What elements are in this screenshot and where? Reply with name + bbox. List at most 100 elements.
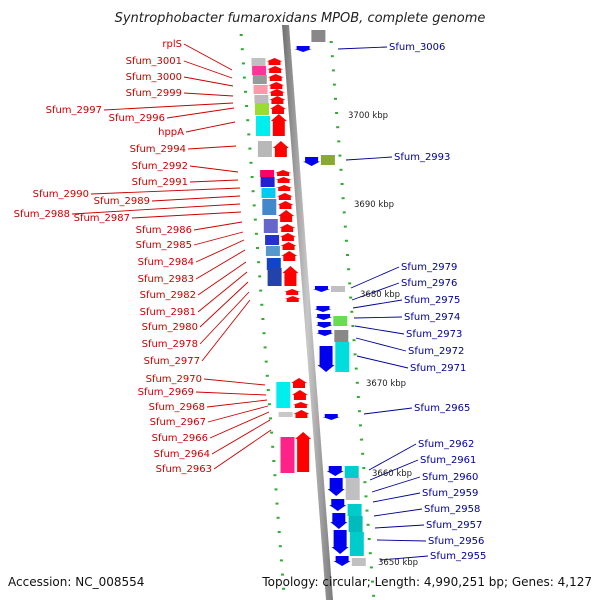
- gene-box: [347, 504, 362, 516]
- tick-mark: [258, 275, 262, 278]
- tick-mark: [271, 445, 275, 448]
- forward-arrow: [282, 266, 299, 286]
- gene-label-sfum-2980[interactable]: Sfum_2980: [142, 322, 198, 333]
- gene-label-sfum-2988[interactable]: Sfum_2988: [14, 209, 70, 220]
- leader-line: [183, 92, 234, 97]
- reverse-arrow: [329, 499, 347, 511]
- gene-label-sfum-2979[interactable]: Sfum_2979: [401, 262, 457, 273]
- tick-mark: [341, 197, 345, 200]
- forward-arrow: [266, 58, 283, 65]
- gene-label-sfum-2963[interactable]: Sfum_2963: [156, 464, 212, 475]
- gene-label-sfum-2982[interactable]: Sfum_2982: [140, 290, 196, 301]
- leader-line: [187, 145, 237, 150]
- gene-label-sfum-3006[interactable]: Sfum_3006: [389, 42, 445, 53]
- tick-mark: [349, 296, 353, 299]
- gene-label-sfum-2974[interactable]: Sfum_2974: [404, 312, 460, 323]
- gene-label-rplS[interactable]: rplS: [162, 39, 182, 50]
- gene-label-sfum-2970[interactable]: Sfum_2970: [146, 374, 202, 385]
- tick-mark: [270, 431, 274, 434]
- gene-box: [334, 330, 349, 342]
- gene-label-sfum-2965[interactable]: Sfum_2965: [414, 403, 470, 414]
- gene-label-sfum-2996[interactable]: Sfum_2996: [109, 113, 165, 124]
- tick-mark: [353, 353, 357, 356]
- gene-label-sfum-2985[interactable]: Sfum_2985: [136, 240, 192, 251]
- gene-label-hppA[interactable]: hppA: [158, 127, 184, 138]
- gene-label-sfum-2997[interactable]: Sfum_2997: [46, 105, 102, 116]
- tick-mark: [361, 452, 365, 455]
- gene-label-sfum-2973[interactable]: Sfum_2973: [406, 329, 462, 340]
- gene-label-sfum-2955[interactable]: Sfum_2955: [430, 551, 486, 562]
- forward-arrow: [281, 251, 298, 261]
- gene-label-sfum-2960[interactable]: Sfum_2960: [422, 472, 478, 483]
- gene-label-sfum-3001[interactable]: Sfum_3001: [126, 56, 182, 67]
- tick-mark: [250, 176, 254, 178]
- gene-box: [276, 382, 291, 408]
- leader-line: [373, 508, 423, 517]
- gene-label-sfum-2981[interactable]: Sfum_2981: [140, 307, 196, 318]
- gene-label-sfum-3000[interactable]: Sfum_3000: [126, 72, 182, 83]
- gene-label-sfum-2962[interactable]: Sfum_2962: [418, 439, 474, 450]
- tick-mark: [240, 48, 244, 51]
- leader-line: [379, 555, 429, 561]
- tick-mark: [335, 112, 339, 114]
- leader-line: [368, 443, 417, 471]
- leader-line: [193, 221, 243, 231]
- gene-label-sfum-2971[interactable]: Sfum_2971: [410, 363, 466, 374]
- gene-label-sfum-2968[interactable]: Sfum_2968: [149, 402, 205, 413]
- gene-label-sfum-2977[interactable]: Sfum_2977: [144, 356, 200, 367]
- gene-label-sfum-2986[interactable]: Sfum_2986: [136, 225, 192, 236]
- tick-mark: [340, 183, 344, 185]
- tick-mark: [368, 552, 372, 555]
- leader-line: [353, 316, 403, 319]
- gene-box: [349, 532, 364, 556]
- accession-text: Accession: NC_008554: [8, 575, 144, 589]
- reverse-arrow: [317, 346, 335, 372]
- tick-mark: [344, 239, 348, 242]
- gene-label-sfum-2999[interactable]: Sfum_2999: [126, 88, 182, 99]
- tick-mark: [259, 289, 263, 292]
- leader-line: [206, 399, 268, 408]
- tick-mark: [369, 566, 373, 569]
- gene-label-sfum-2967[interactable]: Sfum_2967: [150, 417, 206, 428]
- gene-label-sfum-2961[interactable]: Sfum_2961: [420, 455, 476, 466]
- gene-label-sfum-2994[interactable]: Sfum_2994: [130, 144, 186, 155]
- tick-mark: [265, 374, 269, 377]
- gene-label-sfum-2959[interactable]: Sfum_2959: [422, 488, 478, 499]
- gene-label-sfum-2978[interactable]: Sfum_2978: [142, 339, 198, 350]
- gene-box: [252, 66, 267, 75]
- tick-mark: [366, 523, 370, 526]
- forward-arrow: [268, 82, 285, 89]
- gene-label-sfum-2972[interactable]: Sfum_2972: [408, 346, 464, 357]
- gene-label-sfum-2956[interactable]: Sfum_2956: [428, 536, 484, 547]
- gene-label-sfum-2958[interactable]: Sfum_2958: [424, 504, 480, 515]
- gene-label-sfum-2966[interactable]: Sfum_2966: [152, 433, 208, 444]
- gene-label-sfum-2964[interactable]: Sfum_2964: [154, 449, 210, 460]
- scale-label-3680: 3680 kbp: [360, 290, 400, 300]
- forward-arrow: [267, 66, 284, 73]
- gene-label-sfum-2991[interactable]: Sfum_2991: [132, 177, 188, 188]
- gene-label-sfum-2969[interactable]: Sfum_2969: [138, 387, 194, 398]
- tick-mark: [266, 389, 270, 391]
- gene-label-sfum-2990[interactable]: Sfum_2990: [33, 189, 89, 200]
- leader-line: [371, 476, 421, 493]
- tick-mark: [371, 580, 374, 583]
- gene-label-sfum-2993[interactable]: Sfum_2993: [394, 152, 450, 163]
- gene-label-sfum-2983[interactable]: Sfum_2983: [138, 274, 194, 285]
- gene-label-sfum-2989[interactable]: Sfum_2989: [94, 196, 150, 207]
- leader-line: [189, 179, 239, 183]
- gene-box: [266, 258, 281, 270]
- gene-label-sfum-2957[interactable]: Sfum_2957: [426, 520, 482, 531]
- leader-line: [189, 165, 239, 173]
- tick-mark: [332, 83, 336, 86]
- leader-line: [197, 271, 248, 313]
- gene-label-sfum-2984[interactable]: Sfum_2984: [138, 257, 194, 268]
- gene-label-sfum-2992[interactable]: Sfum_2992: [132, 161, 188, 172]
- leader-line: [183, 60, 233, 79]
- leader-line: [90, 187, 241, 195]
- reverse-arrow: [294, 46, 312, 52]
- gene-label-sfum-2976[interactable]: Sfum_2976: [401, 278, 457, 289]
- gene-label-sfum-2975[interactable]: Sfum_2975: [404, 295, 460, 306]
- gene-box: [265, 235, 280, 245]
- gene-box: [263, 219, 278, 233]
- gene-label-sfum-2987[interactable]: Sfum_2987: [74, 213, 130, 224]
